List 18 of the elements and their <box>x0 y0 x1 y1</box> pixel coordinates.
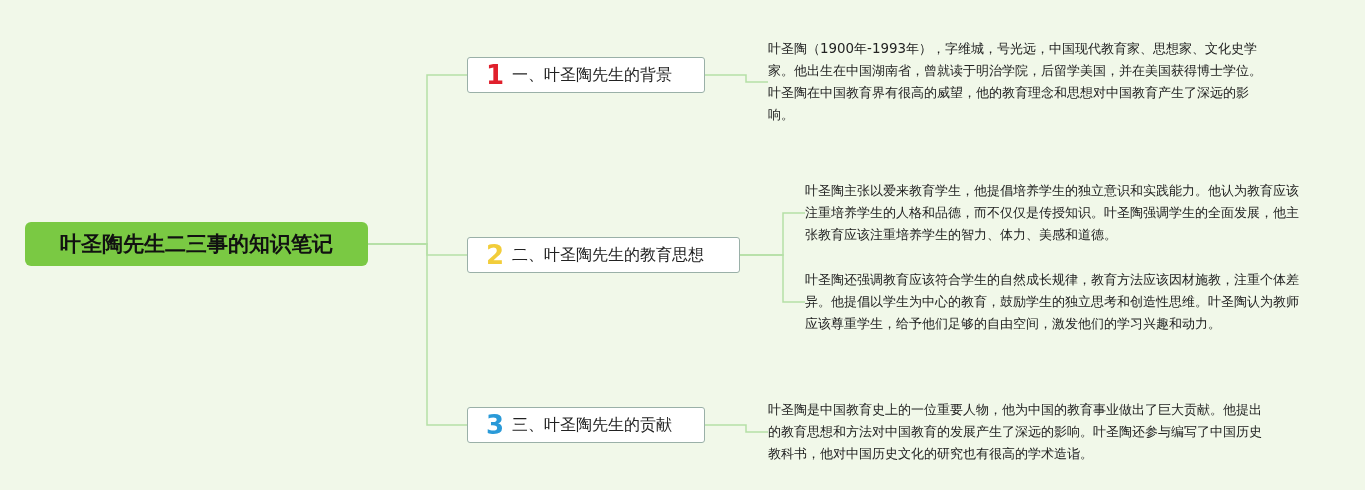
connector-line <box>704 424 769 433</box>
topic-box <box>467 57 705 93</box>
topic-box <box>467 407 705 443</box>
topic-number: 2 <box>486 240 505 270</box>
note-text: 叶圣陶还强调教育应该符合学生的自然成长规律，教育方法应该因材施教，注重个体差异。他提倡以学生为中心的教育，鼓励学生的独立思考和创造性思维。叶圣陶认为教师应该尊重学生，给予他们足够的自由空间，激发他们的学习兴趣和动力。 <box>805 271 1300 333</box>
connector-line <box>739 254 806 303</box>
topic-label: 二、叶圣陶先生的教育思想 <box>512 244 705 266</box>
connector-line <box>367 243 468 426</box>
note-text: 叶圣陶（1900年-1993年），字维城，号光远，中国现代教育家、思想家、文化史学家。他出生在中国湖南省，曾就读于明治学院，后留学美国，并在美国获得博士学位。叶圣陶在中国教育界有很高的威望，他的教育理念和思想对中国教育产生了深远的影响。 <box>768 40 1263 124</box>
note-text: 叶圣陶主张以爱来教育学生，他提倡培养学生的独立意识和实践能力。他认为教育应该注重培养学生的人格和品德，而不仅仅是传授知识。叶圣陶强调学生的全面发展，他主张教育应该注重培养学生的智力、体力、美感和道德。 <box>805 182 1300 244</box>
central-topic-box: 叶圣陶先生二三事的知识笔记 <box>25 222 368 266</box>
topic-box <box>467 237 740 273</box>
note-text: 叶圣陶是中国教育史上的一位重要人物，他为中国的教育事业做出了巨大贡献。他提出的教育思想和方法对中国教育的发展产生了深远的影响。叶圣陶还参与编写了中国历史教科书，他对中国历史文化的研究也有很高的学术造诣。 <box>768 401 1263 463</box>
topic-number: 1 <box>486 60 505 90</box>
topic-label: 一、叶圣陶先生的背景 <box>512 64 673 86</box>
connector-line <box>704 74 769 83</box>
topic-number: 3 <box>486 410 505 440</box>
topic-label: 三、叶圣陶先生的贡献 <box>512 414 673 436</box>
